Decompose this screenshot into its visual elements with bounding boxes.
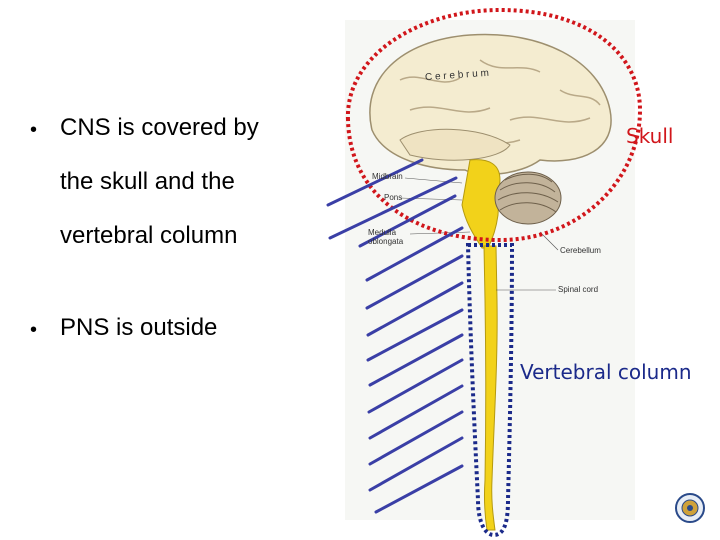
medulla-label: Medulla oblongata	[368, 228, 416, 246]
spinal-cord-label: Spinal cord	[558, 285, 598, 294]
skull-label: Skull	[626, 124, 673, 148]
cerebellum-label: Cerebellum	[560, 246, 601, 255]
pons-label: Pons	[384, 193, 402, 202]
vertebral-column-label: Vertebral column	[520, 360, 692, 384]
midbrain-label: Midbrain	[372, 172, 403, 181]
university-seal	[676, 494, 704, 522]
